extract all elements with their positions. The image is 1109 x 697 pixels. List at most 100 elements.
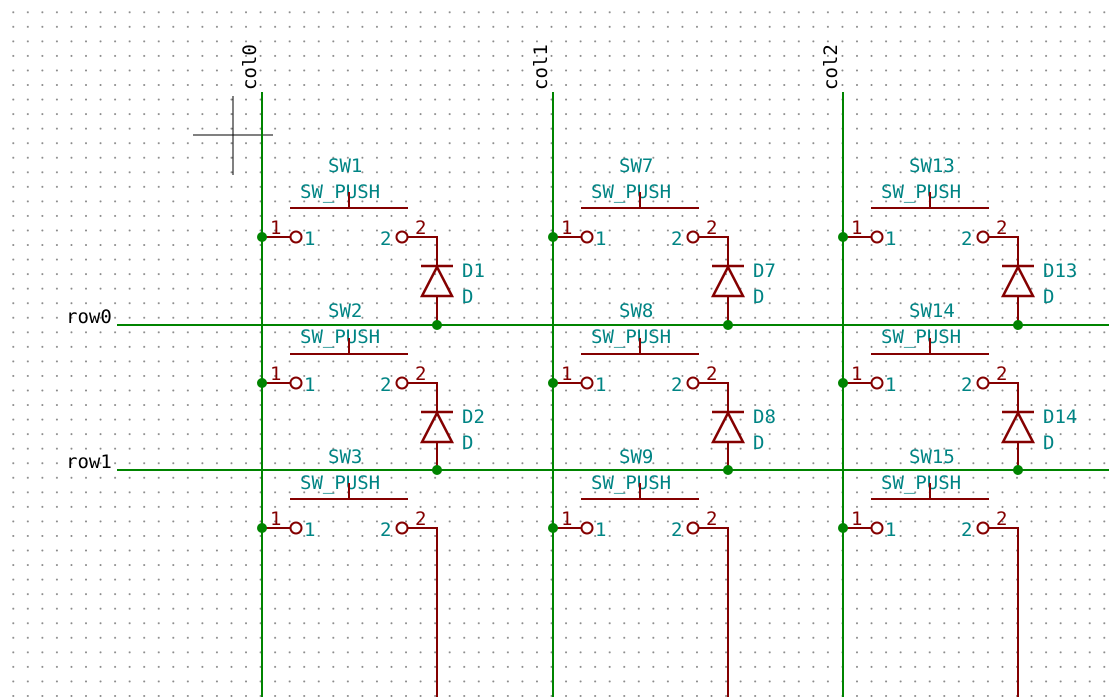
- switch-value: SW_PUSH: [300, 472, 380, 494]
- switch-pin2-name: 2: [671, 228, 682, 250]
- switch-pin1-number: 1: [561, 508, 572, 530]
- junction-dot: [432, 465, 442, 475]
- switch-pin2-name: 2: [961, 374, 972, 396]
- diode-lead-top[interactable]: [699, 382, 729, 412]
- switch-pin2-circle[interactable]: [395, 521, 409, 535]
- switch-value: SW_PUSH: [881, 326, 961, 348]
- diode-anode-triangle[interactable]: [419, 264, 455, 298]
- junction-dot: [257, 523, 267, 533]
- switch-reference: SW3: [328, 446, 362, 468]
- switch-pin1-name: 1: [304, 374, 315, 396]
- switch-value: SW_PUSH: [300, 326, 380, 348]
- switch-pin1-circle[interactable]: [289, 376, 303, 390]
- switch-pin2-name: 2: [380, 228, 391, 250]
- switch-pin2-number: 2: [706, 508, 717, 530]
- diode-value: D: [753, 432, 764, 454]
- diode-reference: D13: [1043, 260, 1077, 282]
- switch-reference: SW8: [619, 300, 653, 322]
- switch-reference: SW9: [619, 446, 653, 468]
- switch-reference: SW2: [328, 300, 362, 322]
- switch-value: SW_PUSH: [881, 181, 961, 203]
- diode-lead-top[interactable]: [408, 236, 438, 266]
- net-label-row1: row1: [66, 451, 112, 473]
- switch-value: SW_PUSH: [591, 472, 671, 494]
- switch-pin1-circle[interactable]: [580, 230, 594, 244]
- diode-anode-triangle[interactable]: [1000, 410, 1036, 444]
- switch-pin1-name: 1: [595, 228, 606, 250]
- switch-pin1-circle[interactable]: [870, 376, 884, 390]
- diode-anode-triangle[interactable]: [419, 410, 455, 444]
- switch-pin2-number: 2: [996, 217, 1007, 239]
- switch-pin2-name: 2: [671, 519, 682, 541]
- switch-pin2-name: 2: [380, 519, 391, 541]
- switch-pin2-circle[interactable]: [686, 376, 700, 390]
- diode-anode-triangle[interactable]: [710, 410, 746, 444]
- switch-pin1-number: 1: [270, 217, 281, 239]
- junction-dot: [432, 320, 442, 330]
- junction-dot: [838, 523, 848, 533]
- net-label-col0: col0: [239, 44, 261, 90]
- switch-pin1-name: 1: [885, 519, 896, 541]
- switch-reference: SW13: [909, 155, 955, 177]
- switch-lead-down[interactable]: [699, 527, 729, 697]
- switch-pin1-number: 1: [270, 508, 281, 530]
- switch-pin1-name: 1: [304, 228, 315, 250]
- switch-pin1-name: 1: [595, 519, 606, 541]
- switch-pin1-circle[interactable]: [870, 521, 884, 535]
- diode-lead-top[interactable]: [989, 236, 1019, 266]
- switch-reference: SW7: [619, 155, 653, 177]
- diode-reference: D14: [1043, 406, 1077, 428]
- switch-pin1-circle[interactable]: [580, 521, 594, 535]
- switch-pin1-name: 1: [304, 519, 315, 541]
- switch-pin1-number: 1: [851, 217, 862, 239]
- switch-pin1-number: 1: [851, 508, 862, 530]
- switch-lead-down[interactable]: [408, 527, 438, 697]
- switch-pin2-circle[interactable]: [976, 376, 990, 390]
- diode-reference: D1: [462, 260, 485, 282]
- junction-dot: [1013, 320, 1023, 330]
- switch-pin2-name: 2: [671, 374, 682, 396]
- switch-pin2-circle[interactable]: [395, 376, 409, 390]
- junction-dot: [723, 465, 733, 475]
- junction-dot: [723, 320, 733, 330]
- switch-pin1-circle[interactable]: [289, 521, 303, 535]
- switch-pin2-number: 2: [996, 508, 1007, 530]
- switch-pin2-circle[interactable]: [976, 230, 990, 244]
- switch-pin2-circle[interactable]: [395, 230, 409, 244]
- switch-pin1-circle[interactable]: [289, 230, 303, 244]
- switch-pin2-number: 2: [706, 217, 717, 239]
- switch-value: SW_PUSH: [300, 181, 380, 203]
- switch-pin2-circle[interactable]: [686, 230, 700, 244]
- switch-value: SW_PUSH: [591, 326, 671, 348]
- switch-pin2-number: 2: [706, 363, 717, 385]
- diode-lead-top[interactable]: [408, 382, 438, 412]
- switch-reference: SW14: [909, 300, 955, 322]
- switch-pin1-number: 1: [270, 363, 281, 385]
- switch-pin2-name: 2: [380, 374, 391, 396]
- net-label-row0: row0: [66, 306, 112, 328]
- diode-anode-triangle[interactable]: [1000, 264, 1036, 298]
- diode-reference: D2: [462, 406, 485, 428]
- net-label-col1: col1: [530, 44, 552, 90]
- switch-pin1-name: 1: [595, 374, 606, 396]
- diode-value: D: [462, 432, 473, 454]
- switch-pin2-name: 2: [961, 519, 972, 541]
- switch-pin2-circle[interactable]: [686, 521, 700, 535]
- diode-value: D: [753, 286, 764, 308]
- switch-reference: SW1: [328, 155, 362, 177]
- diode-anode-triangle[interactable]: [710, 264, 746, 298]
- switch-pin1-circle[interactable]: [870, 230, 884, 244]
- switch-pin1-circle[interactable]: [580, 376, 594, 390]
- diode-lead-top[interactable]: [989, 382, 1019, 412]
- junction-dot: [838, 378, 848, 388]
- switch-value: SW_PUSH: [591, 181, 671, 203]
- junction-dot: [838, 232, 848, 242]
- diode-value: D: [1043, 286, 1054, 308]
- switch-lead-down[interactable]: [989, 527, 1019, 697]
- switch-pin2-circle[interactable]: [976, 521, 990, 535]
- junction-dot: [257, 232, 267, 242]
- diode-lead-top[interactable]: [699, 236, 729, 266]
- switch-pin1-number: 1: [851, 363, 862, 385]
